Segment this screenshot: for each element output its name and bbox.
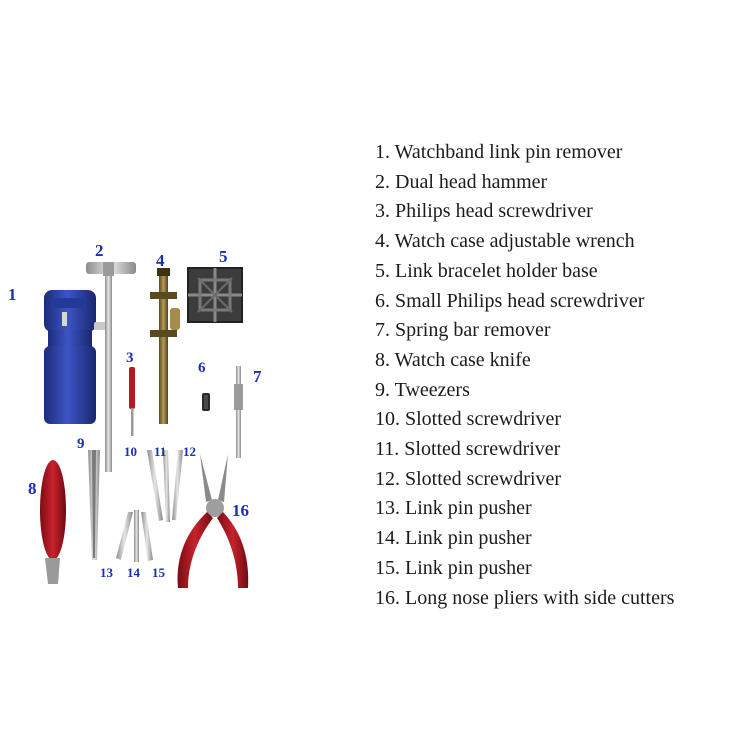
spring-bar-remover-tool	[234, 366, 243, 458]
case-knife-tool	[40, 460, 66, 584]
legend-item: 3. Philips head screwdriver	[375, 200, 593, 223]
tool-number-9: 9	[77, 436, 85, 452]
legend-item: 14. Link pin pusher	[375, 527, 532, 550]
legend-item: 10. Slotted screwdriver	[375, 408, 562, 431]
tool-number-16: 16	[232, 501, 249, 520]
legend-item: 9. Tweezers	[375, 378, 470, 401]
dual-head-hammer-tool	[86, 262, 136, 472]
tool-number-14: 14	[127, 565, 141, 580]
tool-number-13: 13	[100, 565, 114, 580]
tool-number-3: 3	[126, 350, 134, 366]
legend-item: 16. Long nose pliers with side cutters	[375, 586, 675, 609]
legend-item: 1. Watchband link pin remover	[375, 141, 623, 163]
tool-number-7: 7	[253, 367, 262, 386]
tool-number-1: 1	[8, 285, 17, 304]
legend-item: 15. Link pin pusher	[375, 556, 532, 579]
link-pin-remover-tool	[44, 290, 106, 424]
tool-number-11: 11	[154, 444, 166, 459]
bracelet-holder-base-tool	[187, 267, 243, 323]
slotted-screwdrivers-tool	[147, 450, 183, 522]
tool-number-labels: 1 2 3 4 5 6 7 8 9 10 11 12 13 14 15 16	[8, 241, 262, 580]
tool-number-12: 12	[183, 444, 196, 459]
long-nose-pliers-tool	[177, 454, 249, 588]
legend-item: 2. Dual head hammer	[375, 170, 548, 193]
legend-item: 11. Slotted screwdriver	[375, 438, 561, 461]
legend-item: 7. Spring bar remover	[375, 319, 551, 342]
tool-number-2: 2	[95, 241, 104, 260]
tool-legend-list: 1. Watchband link pin remover 2. Dual he…	[375, 138, 674, 613]
legend-item: 12. Slotted screwdriver	[375, 467, 562, 490]
legend-item: 5. Link bracelet holder base	[375, 259, 598, 282]
legend-item: 13. Link pin pusher	[375, 497, 532, 520]
philips-screwdriver-tool	[129, 367, 135, 436]
legend-item: 6. Small Philips head screwdriver	[375, 289, 645, 312]
tool-number-8: 8	[28, 479, 37, 498]
legend-item: 8. Watch case knife	[375, 348, 531, 371]
link-pin-pushers-tool	[116, 510, 153, 562]
tool-number-4: 4	[156, 251, 165, 270]
small-philips-screwdriver-tool	[202, 393, 210, 411]
case-wrench-tool	[150, 268, 180, 424]
tweezers-tool	[88, 450, 100, 560]
tool-number-15: 15	[152, 565, 166, 580]
tool-number-6: 6	[198, 360, 206, 376]
tool-number-10: 10	[124, 444, 137, 459]
tool-number-5: 5	[219, 247, 228, 266]
legend-item: 4. Watch case adjustable wrench	[375, 230, 635, 253]
